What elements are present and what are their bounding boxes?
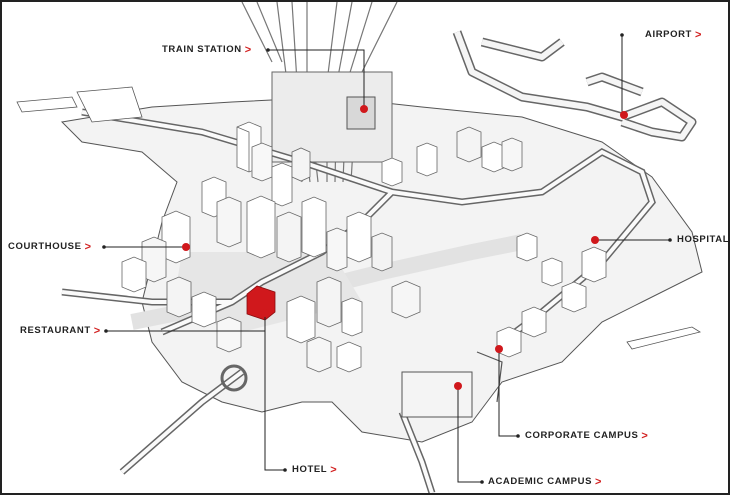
courthouse-text: COURTHOUSE xyxy=(8,241,82,252)
label-academic-campus[interactable]: ACADEMIC CAMPUS > xyxy=(488,476,602,488)
courthouse-marker xyxy=(182,243,190,251)
corporate-campus-marker xyxy=(495,345,503,353)
chevron-right-icon: > xyxy=(641,430,649,442)
hospital-text: HOSPITAL xyxy=(677,234,730,245)
label-train-station[interactable]: TRAIN STATION > xyxy=(162,44,252,56)
label-restaurant[interactable]: RESTAURANT > xyxy=(20,325,101,337)
airport-marker xyxy=(620,111,628,119)
west-pier xyxy=(16,86,143,123)
academic-campus-block xyxy=(401,371,473,418)
label-corporate-campus[interactable]: CORPORATE CAMPUS > xyxy=(525,430,648,442)
train-station-text: TRAIN STATION xyxy=(162,44,242,55)
location-markers xyxy=(182,105,628,390)
airport-area-inner xyxy=(454,30,695,140)
label-hospital[interactable]: HOSPITAL xyxy=(677,234,730,246)
label-courthouse[interactable]: COURTHOUSE > xyxy=(8,241,92,253)
academic-campus-text: ACADEMIC CAMPUS xyxy=(488,476,592,487)
chevron-right-icon: > xyxy=(595,476,603,488)
train-station-leader xyxy=(268,49,365,107)
hotel-leader xyxy=(264,313,285,471)
label-hotel[interactable]: HOTEL > xyxy=(292,464,337,476)
chevron-right-icon: > xyxy=(694,29,702,41)
city-buildings xyxy=(121,121,523,373)
leader-lines xyxy=(104,35,670,483)
chevron-right-icon: > xyxy=(244,44,252,56)
academic-campus-marker xyxy=(454,382,462,390)
hospital-marker xyxy=(591,236,599,244)
east-buildings xyxy=(496,232,607,358)
chevron-right-icon: > xyxy=(330,464,338,476)
chevron-right-icon: > xyxy=(84,241,92,253)
boat xyxy=(626,326,702,350)
chevron-right-icon: > xyxy=(93,325,101,337)
leader-dots xyxy=(102,33,672,484)
label-airport[interactable]: AIRPORT > xyxy=(645,29,702,41)
roundabout xyxy=(220,364,248,392)
restaurant-text: RESTAURANT xyxy=(20,325,91,336)
airport-text: AIRPORT xyxy=(645,29,692,40)
corporate-campus-leader xyxy=(498,349,518,437)
corporate-campus-text: CORPORATE CAMPUS xyxy=(525,430,639,441)
train-station-marker xyxy=(360,105,368,113)
academic-campus-leader xyxy=(457,387,482,483)
restaurant-marker xyxy=(261,309,269,317)
station-building xyxy=(346,96,376,130)
restaurant-building xyxy=(246,285,276,321)
hotel-text: HOTEL xyxy=(292,464,328,475)
